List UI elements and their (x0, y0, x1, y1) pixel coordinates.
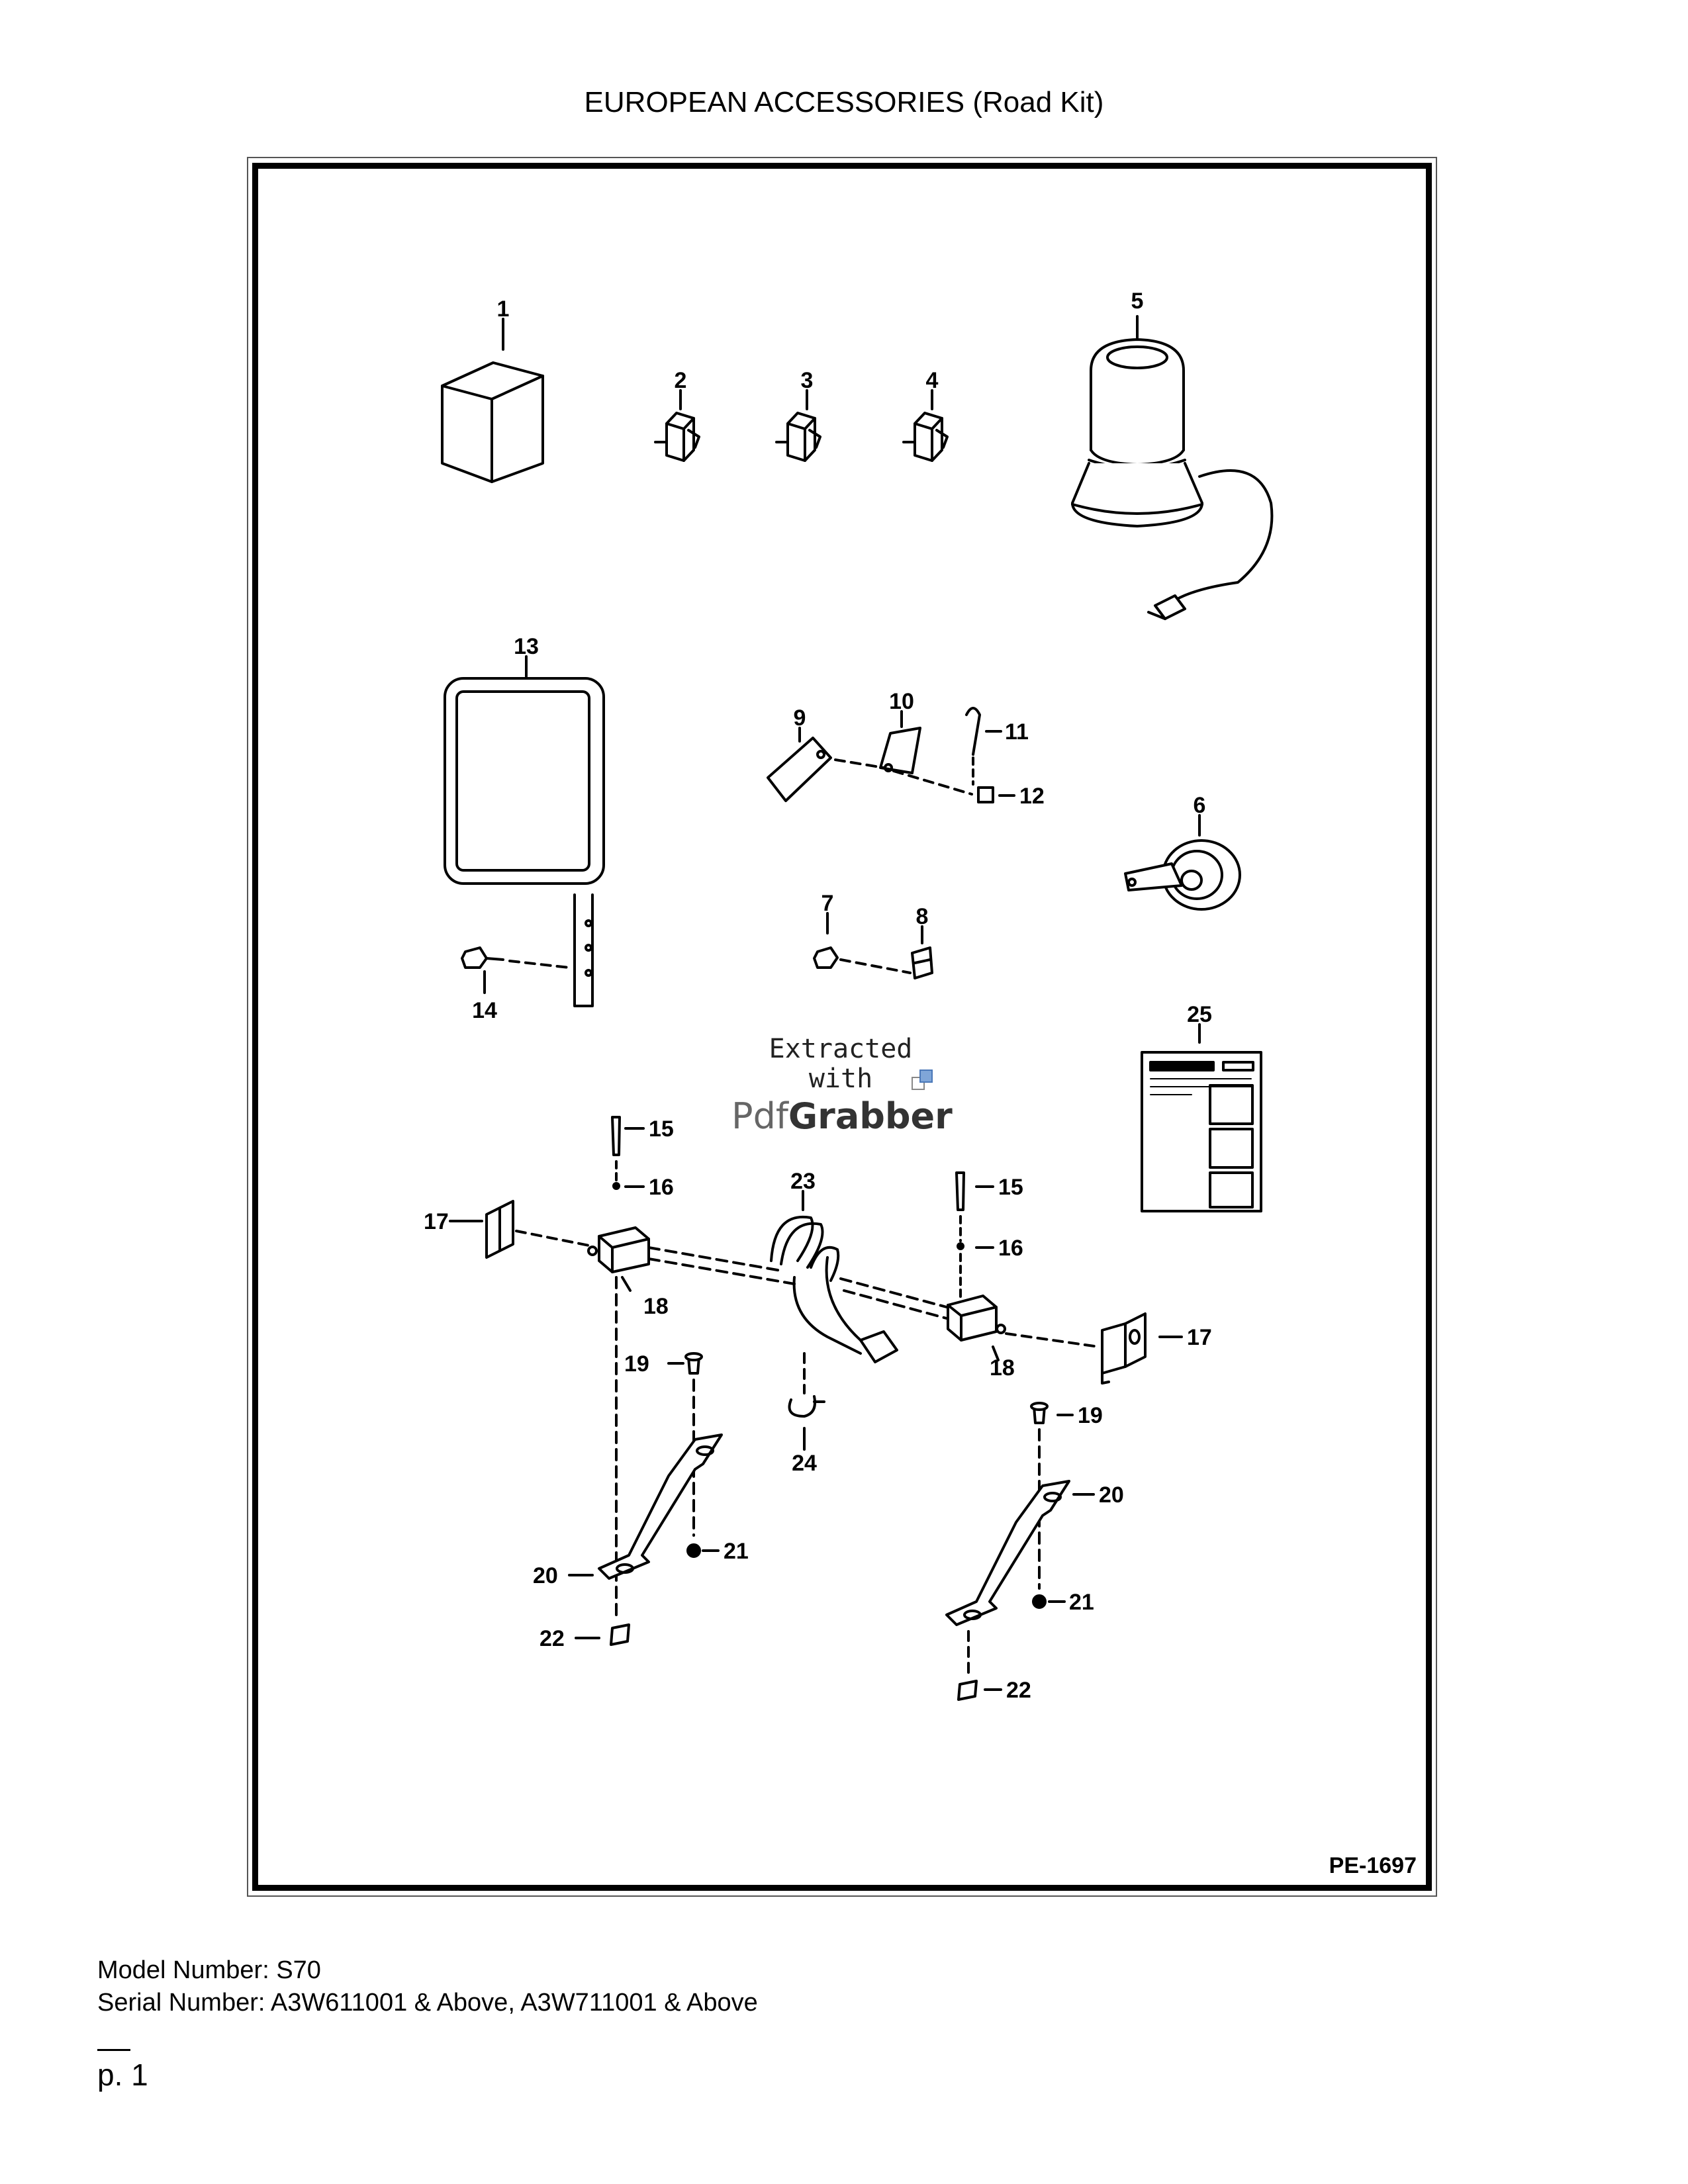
watermark-brand-pdf: Pdf (731, 1095, 790, 1137)
callout-25: 25 (1187, 1002, 1212, 1027)
callout-15-right: 15 (998, 1175, 1023, 1200)
callout-23: 23 (790, 1169, 816, 1194)
callout-7: 7 (821, 891, 834, 916)
part-4-switch (902, 389, 949, 462)
page-title: EUROPEAN ACCESSORIES (Road Kit) (584, 86, 1104, 118)
figure-outer-border (247, 157, 1437, 1897)
part-15-screw-right (955, 1171, 994, 1211)
part-17-bracket-left (449, 1200, 590, 1259)
callout-18-right: 18 (990, 1355, 1015, 1381)
page-number: p. 1 (97, 2058, 148, 2092)
part-22-plate-right (957, 1680, 1002, 1701)
callout-8: 8 (916, 904, 929, 929)
part-20-bracket-right (945, 1480, 1095, 1676)
part-22-plate-left (575, 1623, 630, 1646)
part-6-horn (1124, 814, 1241, 911)
callout-6: 6 (1194, 793, 1206, 818)
watermark-brand-grabber: Grabber (788, 1095, 953, 1137)
serial-number: Serial Number: A3W611001 & Above, A3W711… (97, 1989, 758, 2017)
part-16-washer-right (957, 1215, 994, 1298)
callout-20-left: 20 (533, 1563, 558, 1588)
part-8-bracket-nut (911, 925, 933, 979)
callout-13: 13 (514, 634, 539, 659)
callout-11: 11 (1005, 719, 1029, 745)
part-18-switch-block-right (839, 1277, 1100, 1361)
part-15-screw-left (611, 1116, 645, 1156)
callout-9: 9 (794, 705, 806, 731)
part-20-bracket-left (568, 1433, 723, 1580)
part-16-washer-left (612, 1160, 645, 1190)
callout-18-left: 18 (643, 1294, 669, 1319)
part-13-mirror (444, 655, 605, 1007)
part-21-nut-left (686, 1543, 720, 1558)
callout-14: 14 (472, 998, 497, 1023)
callout-19-right: 19 (1078, 1403, 1103, 1428)
callout-20-right: 20 (1099, 1482, 1124, 1508)
callout-21-right: 21 (1069, 1590, 1094, 1615)
part-10-plate (834, 710, 973, 796)
callout-4: 4 (926, 368, 939, 393)
part-23-wire-harness (770, 1190, 898, 1394)
callout-12: 12 (1019, 784, 1045, 809)
part-1-relay-box (441, 318, 544, 483)
part-3-switch (775, 389, 821, 462)
pdfgrabber-watermark: Extracted with PdfGrabber (731, 1034, 953, 1137)
part-18-switch-block-left (587, 1226, 796, 1616)
part-24-clamp (788, 1395, 825, 1451)
callout-5: 5 (1131, 289, 1144, 314)
part-2-switch (654, 389, 700, 462)
part-5-beacon-light (1071, 315, 1274, 620)
callout-10: 10 (889, 689, 914, 714)
part-9-plate (767, 727, 832, 802)
svg-text:PdfGrabber: PdfGrabber (731, 1095, 953, 1137)
page-number-rule (97, 2049, 130, 2051)
callout-24: 24 (792, 1451, 817, 1476)
watermark-line-1: Extracted (769, 1034, 913, 1064)
watermark-line-2: with (809, 1064, 872, 1094)
watermark-logo-icon (912, 1069, 933, 1090)
callout-22-right: 22 (1006, 1678, 1031, 1703)
callout-22-left: 22 (539, 1626, 565, 1651)
callout-17-right: 17 (1187, 1325, 1212, 1350)
callout-3: 3 (801, 368, 814, 393)
model-number: Model Number: S70 (97, 1956, 321, 1984)
part-17-bracket-right (1101, 1312, 1183, 1385)
callout-1: 1 (497, 296, 510, 322)
callout-19-left: 19 (624, 1351, 649, 1377)
callout-17-left: 17 (424, 1209, 449, 1234)
part-21-nut-right (1032, 1594, 1066, 1609)
callout-15-left: 15 (649, 1116, 674, 1142)
figure-code: PE-1697 (1329, 1853, 1417, 1878)
part-11-cotter-pin (965, 707, 1002, 786)
figure-frame (252, 163, 1432, 1891)
callout-16-right: 16 (998, 1236, 1023, 1261)
callout-2: 2 (675, 368, 687, 393)
callout-16-left: 16 (649, 1175, 674, 1200)
part-7-bolt (813, 912, 912, 974)
callout-21-left: 21 (724, 1539, 749, 1564)
part-12-pin (977, 786, 1015, 803)
part-25-instruction-sheet (1141, 1023, 1262, 1212)
part-14-bolt (461, 946, 571, 994)
